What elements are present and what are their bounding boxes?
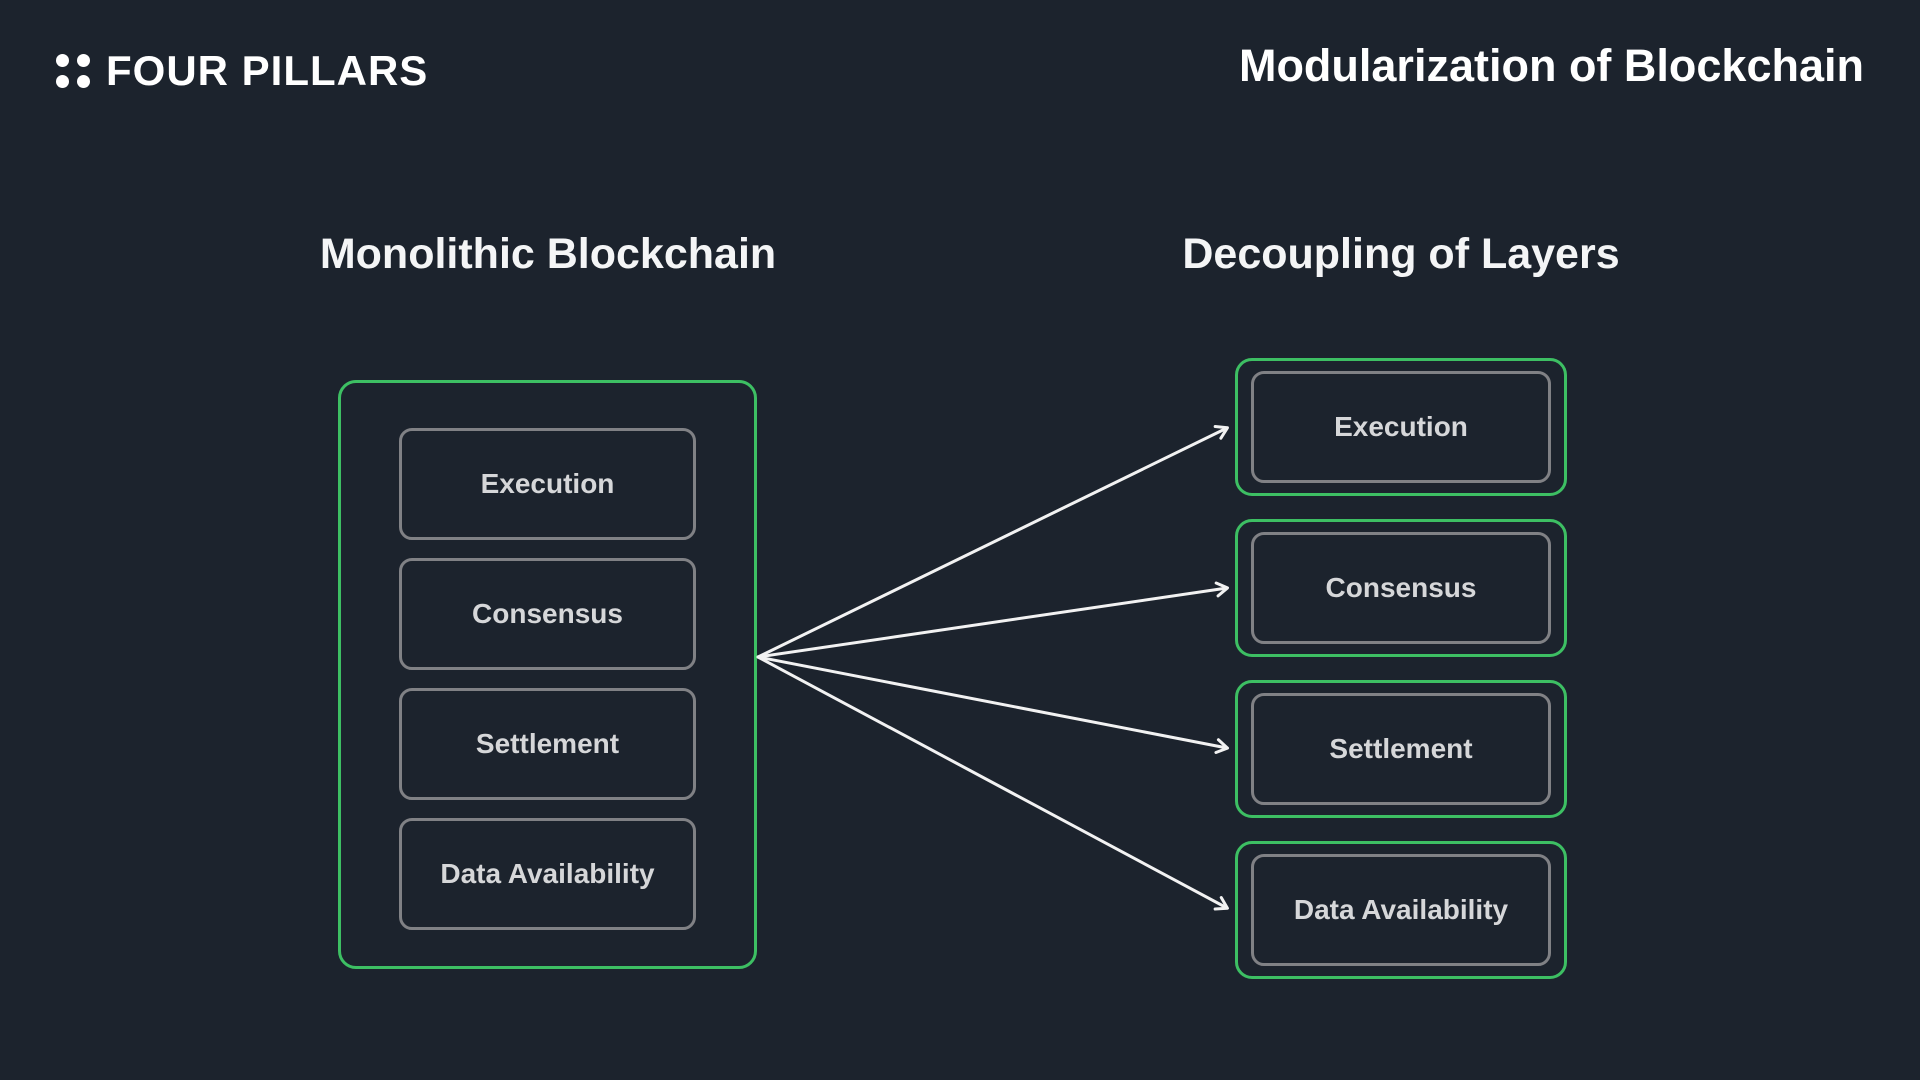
decoupled-layer-execution: Execution: [1235, 358, 1567, 496]
arrow-to-consensus: [756, 581, 1229, 659]
layer-label: Settlement: [475, 728, 620, 759]
brand-name: FOUR PILLARS: [106, 47, 429, 94]
layer-label: Consensus: [1325, 572, 1477, 603]
monolithic-layer-execution: Execution: [399, 428, 696, 540]
decoupled-layer-inner: Data Availability: [1251, 854, 1551, 966]
four-dots-logo-icon: [56, 54, 90, 88]
decoupled-layer-inner: Settlement: [1251, 693, 1551, 805]
layer-label: Data Availability: [440, 858, 655, 889]
layer-label: Execution: [480, 468, 615, 499]
arrow-to-execution: [756, 425, 1229, 659]
decoupled-layer-inner: Consensus: [1251, 532, 1551, 644]
monolithic-layer-data-availability: Data Availability: [399, 818, 696, 930]
slide-title: Modularization of Blockchain: [1238, 40, 1864, 91]
arrow-to-data-availability: [756, 655, 1229, 911]
decoupled-layer-data-availability: Data Availability: [1235, 841, 1567, 979]
decoupled-layer-consensus: Consensus: [1235, 519, 1567, 657]
monolithic-layer-consensus: Consensus: [399, 558, 696, 670]
logo-dot: [56, 54, 69, 67]
monolithic-layer-settlement: Settlement: [399, 688, 696, 800]
monolithic-heading: Monolithic Blockchain: [319, 230, 777, 278]
monolithic-container: Execution Consensus Settlement Data Avai…: [338, 380, 757, 969]
logo-dot: [77, 75, 90, 88]
arrow-to-settlement: [756, 655, 1229, 754]
layer-label: Execution: [1334, 411, 1468, 442]
layer-label: Consensus: [472, 598, 623, 629]
decoupled-layer-inner: Execution: [1251, 371, 1551, 483]
logo-dot: [56, 75, 69, 88]
logo-dot: [77, 54, 90, 67]
layer-label: Data Availability: [1293, 894, 1509, 925]
layer-label: Settlement: [1329, 733, 1473, 764]
decoupled-layer-settlement: Settlement: [1235, 680, 1567, 818]
brand-logo: FOUR PILLARS: [56, 50, 428, 92]
decoupled-heading: Decoupling of Layers: [1182, 230, 1620, 278]
